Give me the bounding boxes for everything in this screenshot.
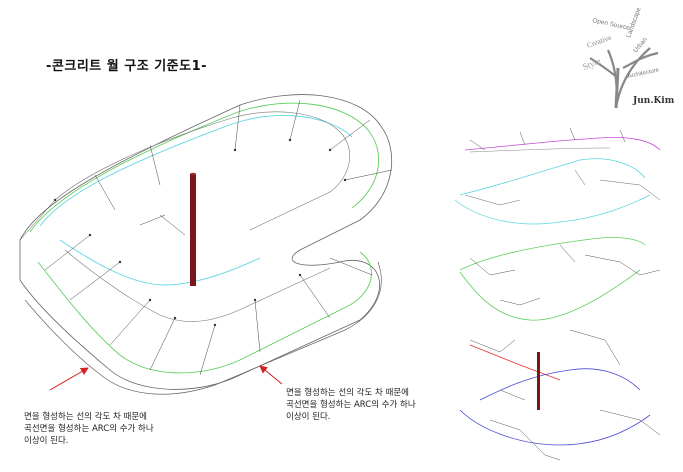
note-left: 면을 형성하는 선의 각도 차 때문에 곡선면을 형성하는 ARC의 수가 하나… (24, 412, 154, 446)
rib-lines (19, 99, 393, 376)
logo-word-5: Style (581, 56, 602, 72)
logo-author: Jun.Kim (633, 96, 675, 106)
diagram-title: -콘크리트 월 구조 기준도1- (46, 59, 208, 74)
main-wall-model (19, 94, 393, 395)
green-upper-line (29, 102, 380, 233)
outer-outline (19, 94, 393, 390)
note-right: 면을 형성하는 선의 각도 차 때문에 곡선면을 형성하는 ARC의 수가 하나… (286, 388, 416, 422)
logo-words: Open Source Landscape Creative Urban Sty… (581, 8, 660, 80)
arrow-left (49, 367, 89, 391)
logo-word-6: Architecture (627, 67, 660, 80)
logo (578, 8, 678, 116)
inner-lower-gray (64, 249, 331, 322)
outer-lower-gray (24, 261, 382, 395)
inner-top-gray (54, 111, 350, 231)
cyan-lower-line (59, 239, 261, 286)
right-middle-model (459, 237, 661, 321)
column (190, 174, 196, 286)
logo-word-4: Urban (632, 36, 649, 54)
small-column (537, 352, 540, 410)
node-marks (53, 138, 347, 327)
cyan-upper-line (39, 115, 353, 227)
right-upper-model (454, 127, 661, 225)
logo-word-2: Landscape (625, 8, 643, 39)
arrow-right (259, 365, 283, 385)
green-lower-line (37, 251, 372, 374)
logo-word-1: Open Source (592, 17, 631, 32)
logo-word-3: Creative (586, 33, 614, 50)
right-lower-model (459, 329, 661, 461)
